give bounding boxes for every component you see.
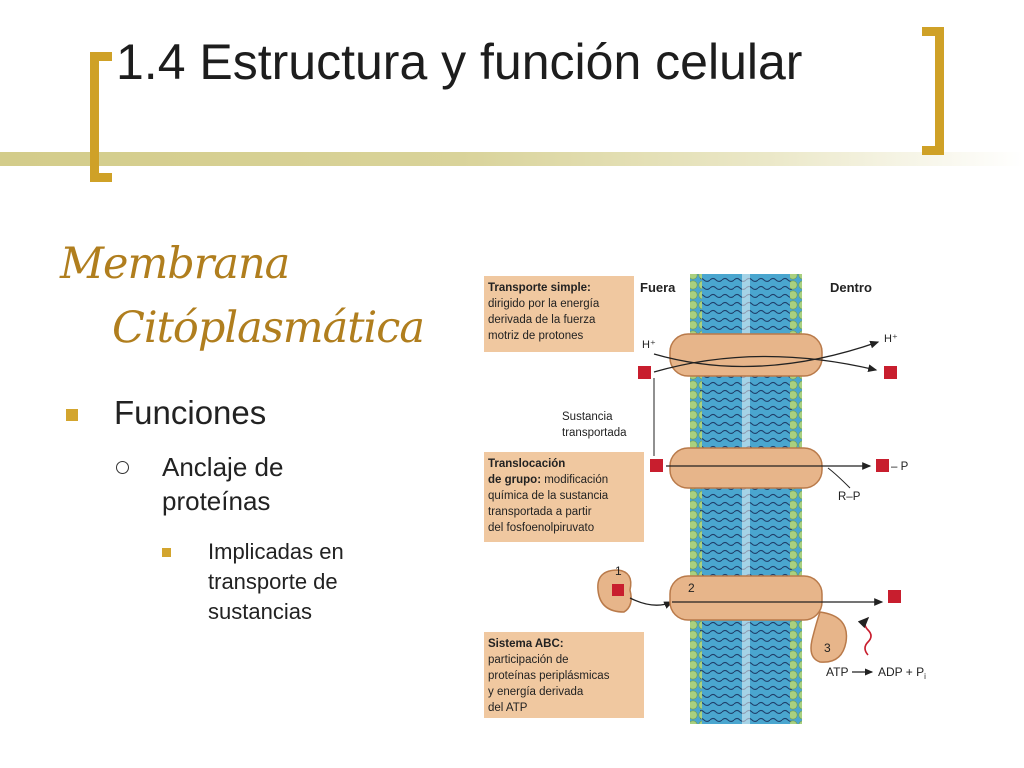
svg-text:Transporte simple:: Transporte simple: [488, 282, 591, 294]
svg-text:del ATP: del ATP [488, 702, 528, 714]
substance-square [884, 366, 897, 379]
membrane-transport-diagram: Fuera Dentro Transporte simple: dirigido… [458, 260, 964, 730]
subtitle-line-1: Membrana [60, 239, 290, 289]
substance-label-2: transportada [562, 427, 627, 439]
label-box-group-translocation: Translocación de grupo: modificación quí… [484, 452, 644, 542]
substance-square [888, 590, 901, 603]
label-box-abc-system: Sistema ABC: participación de proteínas … [484, 632, 644, 718]
energy-squiggle [857, 616, 872, 656]
atpase-protein [810, 611, 848, 663]
svg-text:proteínas periplásmicas: proteínas periplásmicas [488, 670, 610, 682]
svg-text:Sistema ABC:: Sistema ABC: [488, 638, 564, 650]
svg-text:transportada a partir: transportada a partir [488, 506, 592, 518]
transport-protein-1 [669, 333, 823, 377]
right-bracket [922, 27, 944, 155]
substance-square [612, 584, 624, 596]
atp-label: ATP [826, 665, 848, 679]
slide-subtitle: Membrana Citóplasmática [60, 232, 425, 360]
phosphate-label: – P [891, 461, 909, 473]
substance-square [876, 459, 889, 472]
svg-text:participación de: participación de [488, 654, 569, 666]
slide-title: 1.4 Estructura y función celular [116, 34, 803, 90]
svg-text:y energía derivada: y energía derivada [488, 686, 584, 698]
label-outside: Fuera [640, 280, 676, 295]
step-2-label: 2 [688, 581, 695, 595]
adp-label: ADP + Pi [878, 665, 926, 681]
left-bracket [90, 52, 112, 182]
svg-text:del fosfoenolpiruvato: del fosfoenolpiruvato [488, 522, 594, 534]
step-1-label: 1 [615, 564, 622, 578]
bullet-funciones: Funciones [114, 394, 267, 431]
label-inside: Dentro [830, 280, 872, 295]
subtitle-line-2: Citóplasmática [112, 303, 425, 353]
title-band [0, 152, 1024, 166]
h-plus-inside: H⁺ [884, 333, 898, 345]
svg-text:química de la sustancia: química de la sustancia [488, 490, 609, 502]
circle-bullet-icon [116, 461, 129, 474]
h-plus-outside: H⁺ [642, 339, 656, 351]
svg-text:dirigido por la energía: dirigido por la energía [488, 298, 600, 310]
substance-square [650, 459, 663, 472]
bullet-implicadas: Implicadas en transporte de sustancias [208, 539, 344, 624]
svg-text:motriz de protones: motriz de protones [488, 330, 583, 342]
substance-square [638, 366, 651, 379]
substance-label-1: Sustancia [562, 411, 613, 423]
svg-text:Translocación: Translocación [488, 458, 565, 470]
square-bullet-icon [162, 548, 171, 557]
svg-text:derivada de la fuerza: derivada de la fuerza [488, 314, 596, 326]
svg-text:de grupo: modificación: de grupo: modificación [488, 474, 608, 486]
bullet-anclaje: Anclaje de proteínas [162, 452, 284, 516]
step-3-label: 3 [824, 641, 831, 655]
transport-protein-2 [669, 447, 823, 489]
rp-label: R–P [838, 491, 861, 503]
transport-protein-3 [669, 575, 823, 621]
square-bullet-icon [66, 409, 78, 421]
label-box-simple-transport: Transporte simple: dirigido por la energ… [484, 276, 634, 352]
